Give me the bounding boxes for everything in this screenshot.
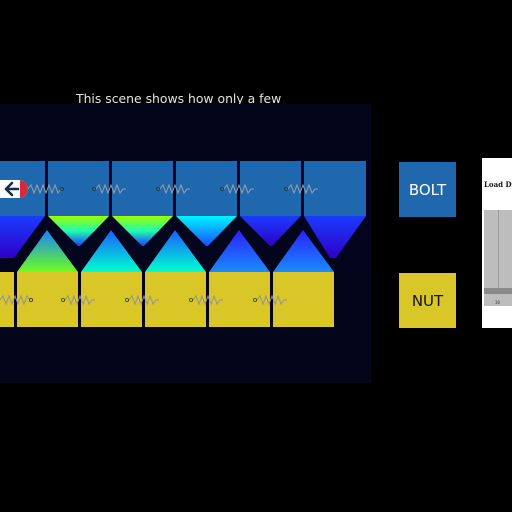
nut-segment (209, 272, 270, 327)
nut-legend-label: NUT (411, 291, 444, 310)
nut-thread (17, 230, 78, 272)
nut-legend: NUT (399, 273, 456, 328)
spring-icon (0, 295, 36, 305)
nut-segment (0, 272, 14, 327)
spring-icon (253, 295, 289, 305)
bolt-thread (176, 216, 237, 246)
spring-icon (92, 184, 128, 194)
nut-thread (209, 230, 270, 272)
bolt-segment (240, 161, 301, 216)
bolt-thread (304, 216, 366, 258)
nut-segment (145, 272, 206, 327)
load-distribution-title: Load Di (484, 180, 512, 189)
load-distribution-bar (484, 288, 512, 294)
arrow-left-icon (4, 181, 20, 197)
load-distribution-panel[interactable]: Load Di 30 (482, 158, 512, 328)
spring-icon (189, 295, 225, 305)
spring-icon (156, 184, 192, 194)
spring-icon (220, 184, 256, 194)
bolt-segment (176, 161, 237, 216)
nut-segment (17, 272, 78, 327)
nut-segment (273, 272, 334, 327)
nut-thread (81, 230, 142, 272)
spring-icon (125, 295, 161, 305)
back-button[interactable] (0, 180, 28, 198)
nut-thread (145, 230, 206, 272)
bolt-legend: BOLT (399, 162, 456, 217)
spring-icon (28, 184, 64, 194)
axis-tick-label: 30 (495, 300, 501, 305)
bolt-segment (48, 161, 109, 216)
bolt-segment (112, 161, 173, 216)
nut-segment (81, 272, 142, 327)
nut-thread (273, 230, 334, 272)
bolt-thread (48, 216, 109, 246)
spring-icon (61, 295, 97, 305)
bolt-thread (240, 216, 301, 246)
bolt-segment (304, 161, 366, 216)
thread-stress-layer (0, 216, 366, 272)
bolt-thread (112, 216, 173, 246)
bolt-legend-label: BOLT (408, 180, 447, 199)
back-button-accent (20, 180, 28, 198)
spring-icon (284, 184, 320, 194)
bolt-thread (0, 216, 45, 258)
